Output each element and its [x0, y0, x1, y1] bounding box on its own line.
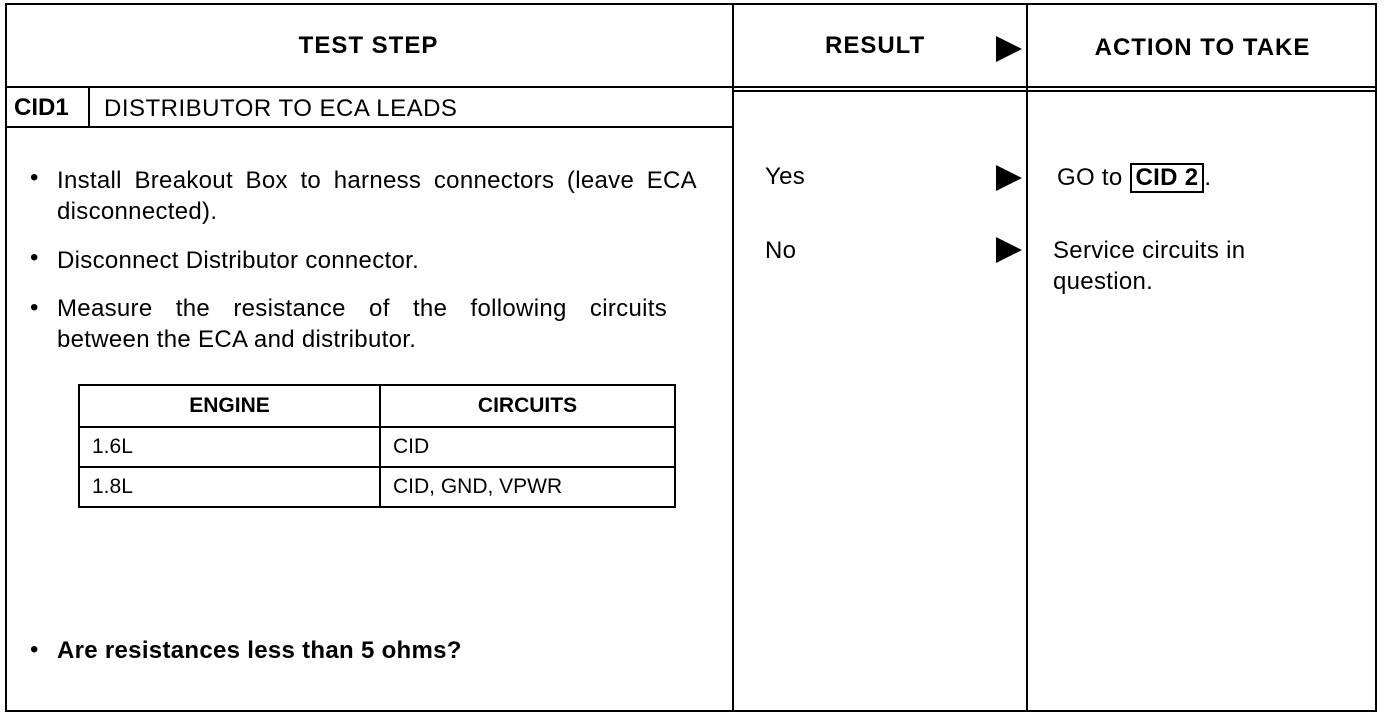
result-yes-arrow-icon: [996, 165, 1022, 191]
table-cell-circuits: CID, GND, VPWR: [379, 466, 676, 508]
step-code-divider: [88, 88, 90, 128]
header-action-to-take: ACTION TO TAKE: [1094, 34, 1311, 61]
header-bottom-rule-2: [1026, 90, 1377, 92]
header-arrow-icon: [996, 36, 1022, 62]
engine-circuits-table: ENGINE CIRCUITS 1.6L CID 1.8L CID, GND, …: [78, 384, 676, 508]
table-header-engine: ENGINE: [78, 384, 381, 428]
step-question: Are resistances less than 5 ohms?: [57, 637, 462, 664]
action-go-to-suffix: .: [1204, 164, 1212, 191]
bullet-dot-question: •: [30, 636, 39, 663]
diagnostic-table-frame: [5, 3, 1377, 712]
header-result: RESULT: [825, 32, 926, 59]
table-cell-engine: 1.6L: [78, 426, 381, 468]
header-bottom-rule: [5, 86, 1377, 88]
table-header-row: ENGINE CIRCUITS: [78, 384, 676, 428]
header-test-step: TEST STEP: [298, 32, 439, 59]
action-cid2-reference: CID 2: [1129, 163, 1205, 193]
table-header-circuits: CIRCUITS: [379, 384, 676, 428]
table-cell-circuits: CID: [379, 426, 676, 468]
table-cell-engine: 1.8L: [78, 466, 381, 508]
step-code: CID1: [14, 94, 69, 121]
table-row: 1.8L CID, GND, VPWR: [78, 466, 676, 508]
header-bottom-rule-3: [734, 90, 1026, 92]
bullet-disconnect-distributor: Disconnect Distributor connector.: [57, 247, 420, 274]
divider-action-column: [1026, 3, 1028, 712]
bullet-dot-1: •: [30, 164, 39, 191]
action-service-circuits: Service circuits in question.: [1053, 237, 1246, 295]
bullet-measure-resistance: Measure the resistance of the following …: [57, 295, 667, 353]
result-yes: Yes: [765, 163, 806, 190]
step-title: DISTRIBUTOR TO ECA LEADS: [104, 95, 458, 122]
action-go-to-prefix: GO to: [1057, 164, 1130, 191]
action-go-to-cid2: GO to CID 2.: [1057, 162, 1211, 193]
result-no-arrow-icon: [996, 237, 1022, 263]
bullet-dot-3: •: [30, 294, 39, 321]
step-title-bottom-rule: [5, 126, 734, 128]
bullet-install-breakout-box: Install Breakout Box to harness connecto…: [57, 167, 697, 225]
divider-result-column: [732, 3, 734, 712]
table-row: 1.6L CID: [78, 426, 676, 468]
bullet-dot-2: •: [30, 244, 39, 271]
result-no: No: [765, 237, 797, 264]
